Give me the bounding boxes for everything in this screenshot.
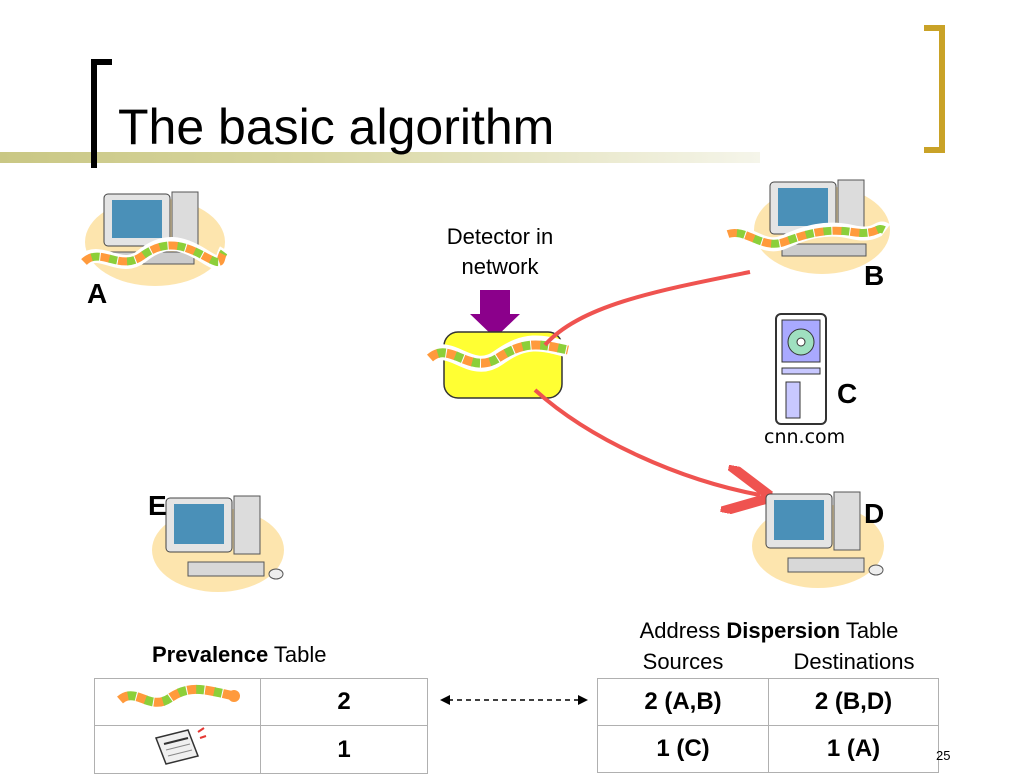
title-underline-bar	[0, 152, 760, 163]
prevalence-table-title: Prevalence Table	[152, 642, 327, 668]
dispersion-table: 2 (A,B) 2 (B,D) 1 (C) 1 (A)	[597, 678, 939, 773]
dispersion-title-prefix: Address	[639, 618, 727, 643]
computer-icon	[77, 191, 233, 286]
detector-label: Detector in network	[430, 222, 570, 282]
arrow-b-to-detector	[543, 270, 751, 347]
table-row: 1 (C) 1 (A)	[597, 725, 939, 773]
table-row: 1	[94, 725, 428, 774]
server-caption: cnn.com	[764, 426, 846, 448]
detector-icon	[422, 290, 573, 399]
page-title: The basic algorithm	[118, 99, 555, 155]
column-header-sources: Sources	[642, 649, 724, 674]
server-icon	[775, 313, 827, 425]
prevalence-signature-cell	[94, 678, 261, 726]
computer-icon	[752, 491, 884, 588]
news-icon	[154, 727, 206, 765]
prevalence-title-rest: Table	[268, 642, 327, 667]
detector-label-line2: network	[461, 254, 539, 279]
prevalence-signature-cell	[94, 725, 261, 774]
destinations-cell: 1 (A)	[768, 725, 939, 773]
computer-e	[150, 488, 290, 594]
dispersion-title-suffix: Table	[840, 618, 899, 643]
dispersion-title-bold: Dispersion	[726, 618, 841, 643]
column-header-destinations: Destinations	[793, 649, 915, 674]
node-label-d: D	[864, 498, 885, 529]
prevalence-table: 2 1	[94, 678, 428, 774]
dispersion-table-title: Address Dispersion Table	[598, 618, 940, 644]
dashed-link-arrow	[440, 695, 588, 705]
computer-icon	[152, 495, 284, 592]
computer-icon	[723, 179, 891, 274]
worm-icon	[116, 684, 240, 707]
prevalence-title-bold: Prevalence	[152, 642, 269, 667]
right-bracket-icon	[924, 25, 945, 153]
destinations-cell: 2 (B,D)	[768, 678, 939, 726]
page-number: 25	[936, 748, 951, 763]
node-label-e: E	[148, 490, 167, 521]
sources-cell: 1 (C)	[597, 725, 769, 773]
table-row: 2	[94, 678, 428, 726]
node-label-c: C	[837, 378, 858, 409]
prevalence-count-cell: 1	[260, 725, 428, 774]
node-label-b: B	[864, 260, 885, 291]
computer-a	[77, 180, 233, 290]
left-bracket-icon	[91, 59, 112, 168]
detector-label-line1: Detector in	[446, 224, 554, 249]
computer-d	[748, 484, 888, 590]
table-row: 2 (A,B) 2 (B,D)	[597, 678, 939, 726]
node-label-a: A	[87, 278, 108, 309]
arrow-detector-to-d	[533, 388, 760, 495]
computer-b	[722, 168, 892, 278]
prevalence-count-cell: 2	[260, 678, 428, 726]
sources-cell: 2 (A,B)	[597, 678, 769, 726]
